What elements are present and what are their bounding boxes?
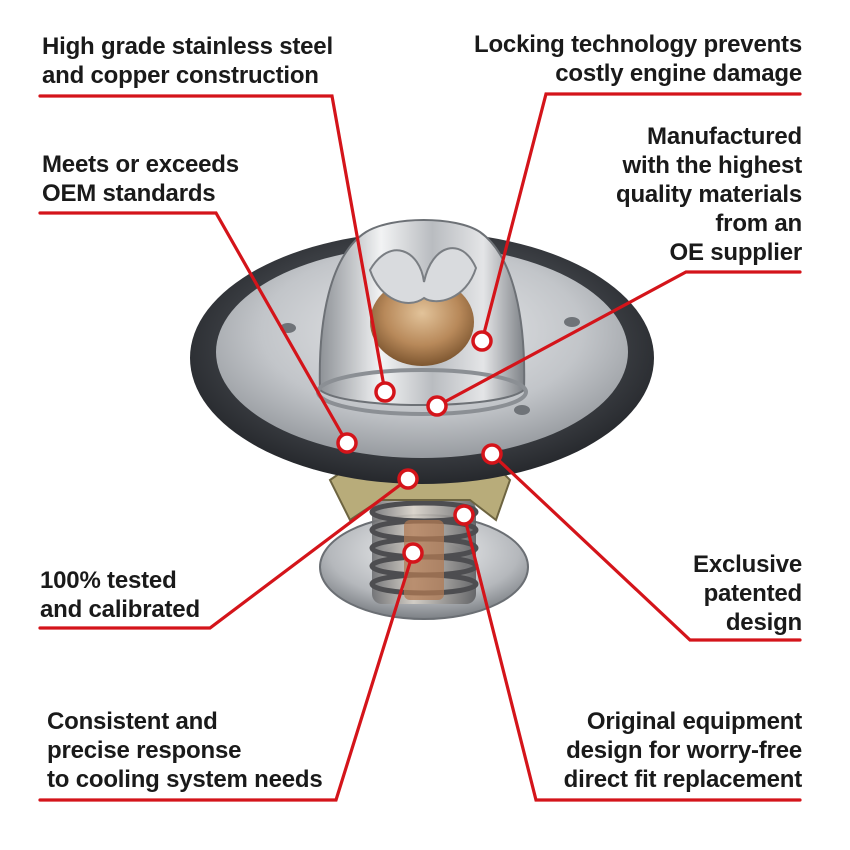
callout-line: patented [703, 580, 803, 607]
marker-response [402, 542, 424, 564]
callout-line: Manufactured [647, 123, 802, 150]
jiggle-hole [514, 405, 530, 415]
callout-line: Original equipment [586, 708, 802, 735]
leader-response [38, 551, 415, 802]
leader-original [462, 513, 802, 802]
callout-line: Consistent and [47, 708, 218, 735]
marker-materials [426, 395, 448, 417]
leader-stainless [38, 94, 387, 394]
callout-response: Consistent and precise response to cooli… [47, 707, 323, 794]
callout-line: Locking technology prevents [474, 31, 802, 58]
callout-line: Exclusive [693, 551, 802, 578]
callout-locking: Locking technology prevents costly engin… [474, 30, 802, 88]
callout-original: Original equipment design for worry-free… [563, 707, 803, 794]
callout-line: OE supplier [669, 239, 803, 266]
callout-line: OEM standards [42, 180, 216, 207]
callout-stainless: High grade stainless steel and copper co… [42, 32, 333, 90]
callout-markers [336, 330, 503, 564]
valve-crown [368, 247, 478, 304]
thermostat-body [190, 219, 654, 620]
callout-line: quality materials [615, 181, 802, 208]
callout-line: costly engine damage [555, 60, 802, 87]
callout-line: and calibrated [40, 596, 200, 623]
callout-line: from an [715, 210, 802, 237]
callout-line: High grade stainless steel [42, 33, 333, 60]
marker-tested [397, 468, 419, 490]
leader-oem [38, 211, 349, 445]
marker-locking [471, 330, 493, 352]
marker-original [453, 504, 475, 526]
leader-materials [435, 270, 802, 408]
marker-patented [481, 443, 503, 465]
leader-lines [38, 92, 802, 802]
leader-locking [480, 92, 802, 343]
callout-tested: 100% tested and calibrated [40, 566, 200, 624]
leader-tested [38, 477, 410, 630]
callout-line: with the highest [622, 152, 803, 179]
marker-stainless [374, 381, 396, 403]
callout-line: Meets or exceeds [42, 151, 239, 178]
callout-patented: Exclusive patented design [693, 550, 802, 637]
callout-line: direct fit replacement [563, 766, 803, 793]
leader-patented [490, 452, 802, 642]
marker-oem [336, 432, 358, 454]
jiggle-hole [564, 317, 580, 327]
callout-line: design [725, 609, 802, 636]
callout-line: design for worry-free [566, 737, 802, 764]
callout-line: and copper construction [42, 62, 319, 89]
callout-oem-standards: Meets or exceeds OEM standards [42, 150, 239, 208]
callout-line: 100% tested [40, 567, 177, 594]
callout-materials: Manufactured with the highest quality ma… [616, 122, 802, 267]
callout-line: to cooling system needs [47, 766, 323, 793]
spring [369, 500, 479, 604]
callout-line: precise response [47, 737, 242, 764]
